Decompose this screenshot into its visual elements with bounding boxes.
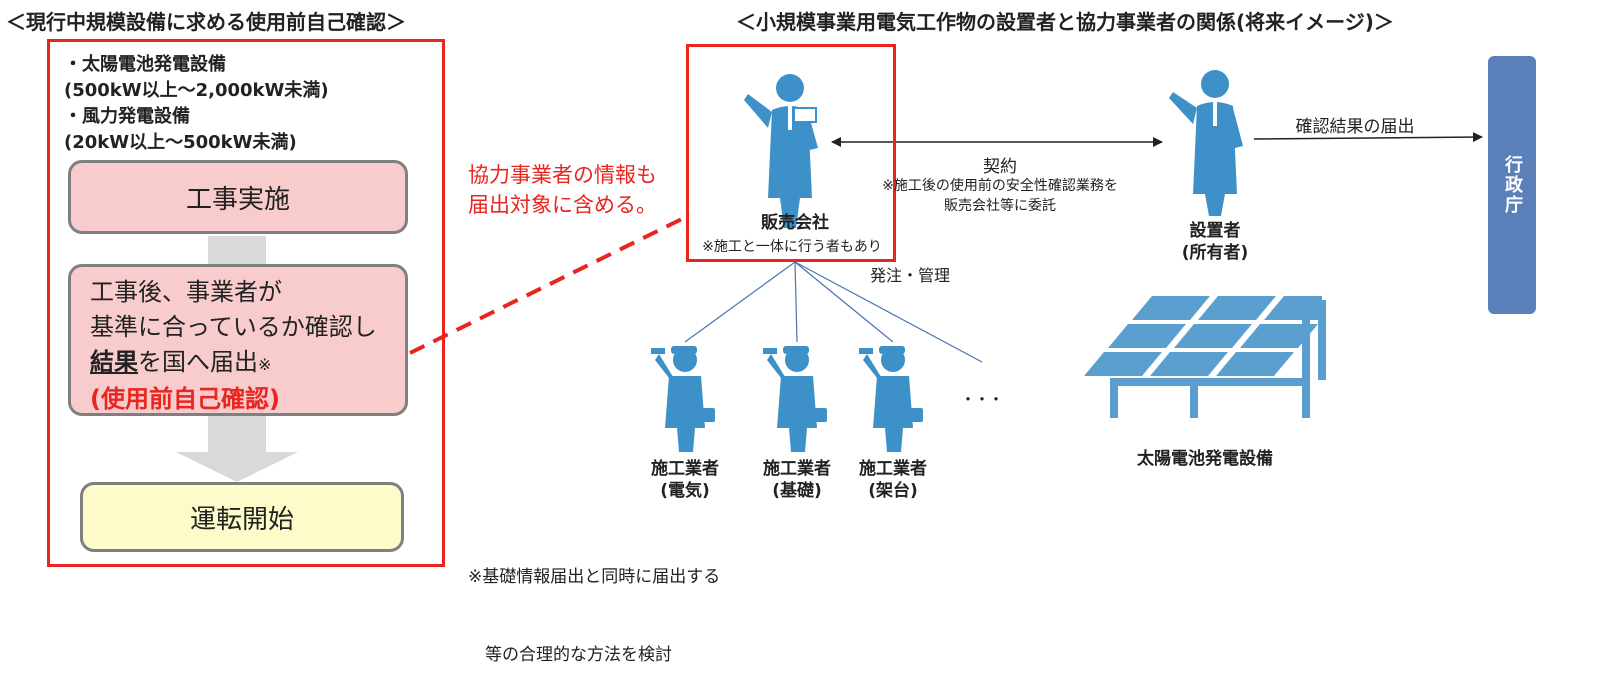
callout-text: 協力事業者の情報も 届出対象に含める。 <box>468 160 657 220</box>
left-section-title: ＜現行中規模設備に求める使用前自己確認＞ <box>6 10 406 34</box>
bottom-note-line1: ※基礎情報届出と同時に届出する <box>468 567 721 587</box>
contract-label: 契約 <box>983 157 1017 177</box>
seller-label: 販売会社 <box>761 213 829 233</box>
note-mark: ※ <box>258 355 272 374</box>
step-operation-box: 運転開始 <box>80 482 404 552</box>
worker-foundation-line1: 施工業者 <box>763 459 831 479</box>
callout-line1: 協力事業者の情報も <box>468 163 657 187</box>
order-label: 発注・管理 <box>869 266 950 285</box>
callout-dashed-line <box>409 213 691 355</box>
owner-label-line2: (所有者) <box>1181 243 1249 263</box>
step-construction-box: 工事実施 <box>68 160 408 234</box>
scope-item-solar: ・太陽電池発電設備 <box>64 54 226 75</box>
step-self-check-line3: 結果を国へ届出※ <box>90 345 410 382</box>
report-label: 確認結果の届出 <box>1295 117 1415 137</box>
worker-frame-line2: (架台) <box>868 481 918 501</box>
scope-item-solar-range: (500kW以上～2,000kW未満) <box>64 80 329 101</box>
worker-electric-label: 施工業者 (電気) <box>640 458 730 502</box>
seller-note: ※施工と一体に行う者もあり <box>702 239 882 255</box>
seller-red-frame <box>686 44 896 262</box>
scope-item-wind: ・風力発電設備 <box>64 106 190 127</box>
solar-label: 太陽電池発電設備 <box>1137 449 1273 469</box>
ellipsis: ・・・ <box>959 390 1004 409</box>
contract-note: ※施工後の使用前の安全性確認業務を 販売会社等に委託 <box>850 176 1150 216</box>
flow-arrow-2 <box>176 416 298 482</box>
worker-frame-line1: 施工業者 <box>859 459 927 479</box>
government-label: 行政庁 <box>1502 155 1523 215</box>
contract-note-line1: ※施工後の使用前の安全性確認業務を <box>882 178 1118 194</box>
worker-foundation-line2: (基礎) <box>772 481 822 501</box>
right-section-title: ＜小規模事業用電気工作物の設置者と協力事業者の関係(将来イメージ)＞ <box>736 10 1394 34</box>
owner-label-line1: 設置者 <box>1189 221 1241 241</box>
flow-arrow-1 <box>208 236 266 266</box>
worker-electric-line2: (電気) <box>660 481 710 501</box>
scope-list: ・太陽電池発電設備 (500kW以上～2,000kW未満) ・風力発電設備 (2… <box>64 52 329 156</box>
worker-frame-label: 施工業者 (架台) <box>848 458 938 502</box>
worker-foundation-label: 施工業者 (基礎) <box>752 458 842 502</box>
step-self-check-name: (使用前自己確認) <box>90 385 280 413</box>
callout-line2: 届出対象に含める。 <box>468 193 657 217</box>
step-operation-label: 運転開始 <box>189 504 294 535</box>
worker-electric-line1: 施工業者 <box>651 459 719 479</box>
order-lines <box>684 261 983 363</box>
owner-label: 設置者 (所有者) <box>1160 220 1270 264</box>
scope-item-wind-range: (20kW以上～500kW未満) <box>64 132 297 153</box>
step-self-check-line3-rest: を国へ届出 <box>138 348 258 376</box>
bottom-note: ※基礎情報届出と同時に届出する 等の合理的な方法を検討 <box>468 512 720 694</box>
connector-layer <box>176 132 1483 482</box>
step-self-check-line1: 工事後、事業者が <box>90 278 282 306</box>
step-self-check-box <box>68 264 408 416</box>
bottom-note-line2: 等の合理的な方法を検討 <box>468 645 672 665</box>
result-emphasis: 結果 <box>90 348 138 376</box>
government-box: 行政庁 <box>1488 56 1536 314</box>
step-self-check-text: 工事後、事業者が 基準に合っているか確認し 結果を国へ届出※ (使用前自己確認) <box>90 275 410 417</box>
left-red-frame <box>47 39 445 567</box>
step-self-check-line2: 基準に合っているか確認し <box>90 313 377 341</box>
contract-note-line2: 販売会社等に委託 <box>944 198 1056 214</box>
step-construction-label: 工事実施 <box>185 184 290 215</box>
report-arrow <box>1253 132 1483 143</box>
